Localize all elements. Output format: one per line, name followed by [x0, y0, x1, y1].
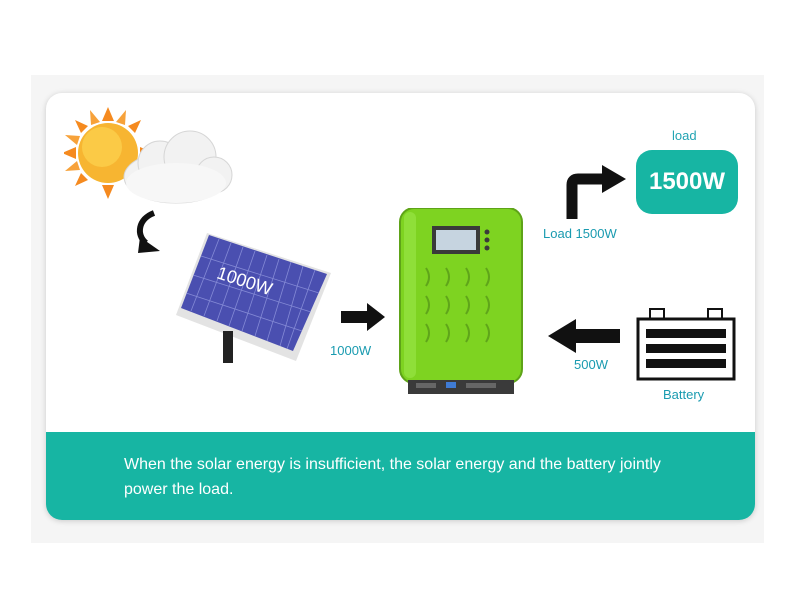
- load-title: load: [672, 128, 697, 143]
- sun-cloud-icon: [64, 107, 233, 204]
- battery-label: Battery: [663, 387, 705, 402]
- solar-flow-label: 1000W: [330, 343, 372, 358]
- battery-to-inverter-arrow-icon: [548, 319, 620, 353]
- sun-to-panel-arrow-icon: [136, 210, 160, 253]
- inverter-icon: [399, 208, 523, 394]
- battery-icon: [636, 308, 736, 381]
- load-value-badge: 1500W: [636, 150, 738, 214]
- load-flow-label: Load 1500W: [543, 226, 617, 241]
- inverter-to-load-arrow-icon: [566, 165, 626, 219]
- battery-flow-label: 500W: [574, 357, 608, 372]
- caption-text: When the solar energy is insufficient, t…: [124, 456, 661, 498]
- diagram-card: 1000W 1000W: [46, 93, 755, 520]
- caption-band: When the solar energy is insufficient, t…: [46, 432, 755, 520]
- solar-panel-icon: [176, 233, 331, 363]
- solar-to-inverter-arrow-icon: [341, 303, 385, 331]
